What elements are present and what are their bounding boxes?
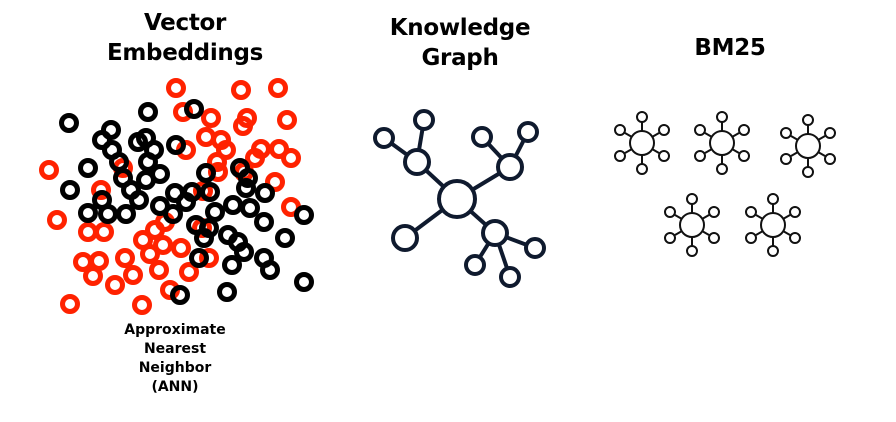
vector-title-line2: Embeddings [106, 40, 264, 66]
ann-caption-line1: Approximate [124, 322, 226, 338]
graph-title-line2: Graph [421, 45, 499, 71]
ann-caption: Approximate Nearest Neighbor (ANN) [95, 321, 255, 397]
ann-caption-line2: Nearest [143, 341, 207, 357]
graph-nodes [373, 109, 546, 288]
vector-title-line1: Vector [143, 10, 227, 36]
bm25-star-2 [694, 111, 750, 175]
knowledge-graph-icon [373, 109, 546, 288]
bm25-star-4 [664, 193, 720, 257]
ann-caption-line4: (ANN) [151, 379, 199, 395]
black-rings [59, 99, 314, 305]
knowledge-graph-title: Knowledge Graph [370, 13, 550, 73]
bm25-star-icon [614, 111, 836, 257]
red-rings [39, 78, 301, 315]
graph-title-line1: Knowledge [389, 15, 531, 41]
bm25-title-text: BM25 [694, 35, 766, 61]
bm25-title: BM25 [640, 33, 820, 63]
ann-caption-line3: Neighbor [138, 360, 212, 376]
vector-embeddings-title: Vector Embeddings [95, 8, 275, 68]
ring-scatter-icon [39, 78, 314, 315]
bm25-star-1 [614, 111, 670, 175]
bm25-star-3 [780, 114, 836, 178]
graph-node-center [437, 179, 477, 219]
bm25-star-5 [745, 193, 801, 257]
